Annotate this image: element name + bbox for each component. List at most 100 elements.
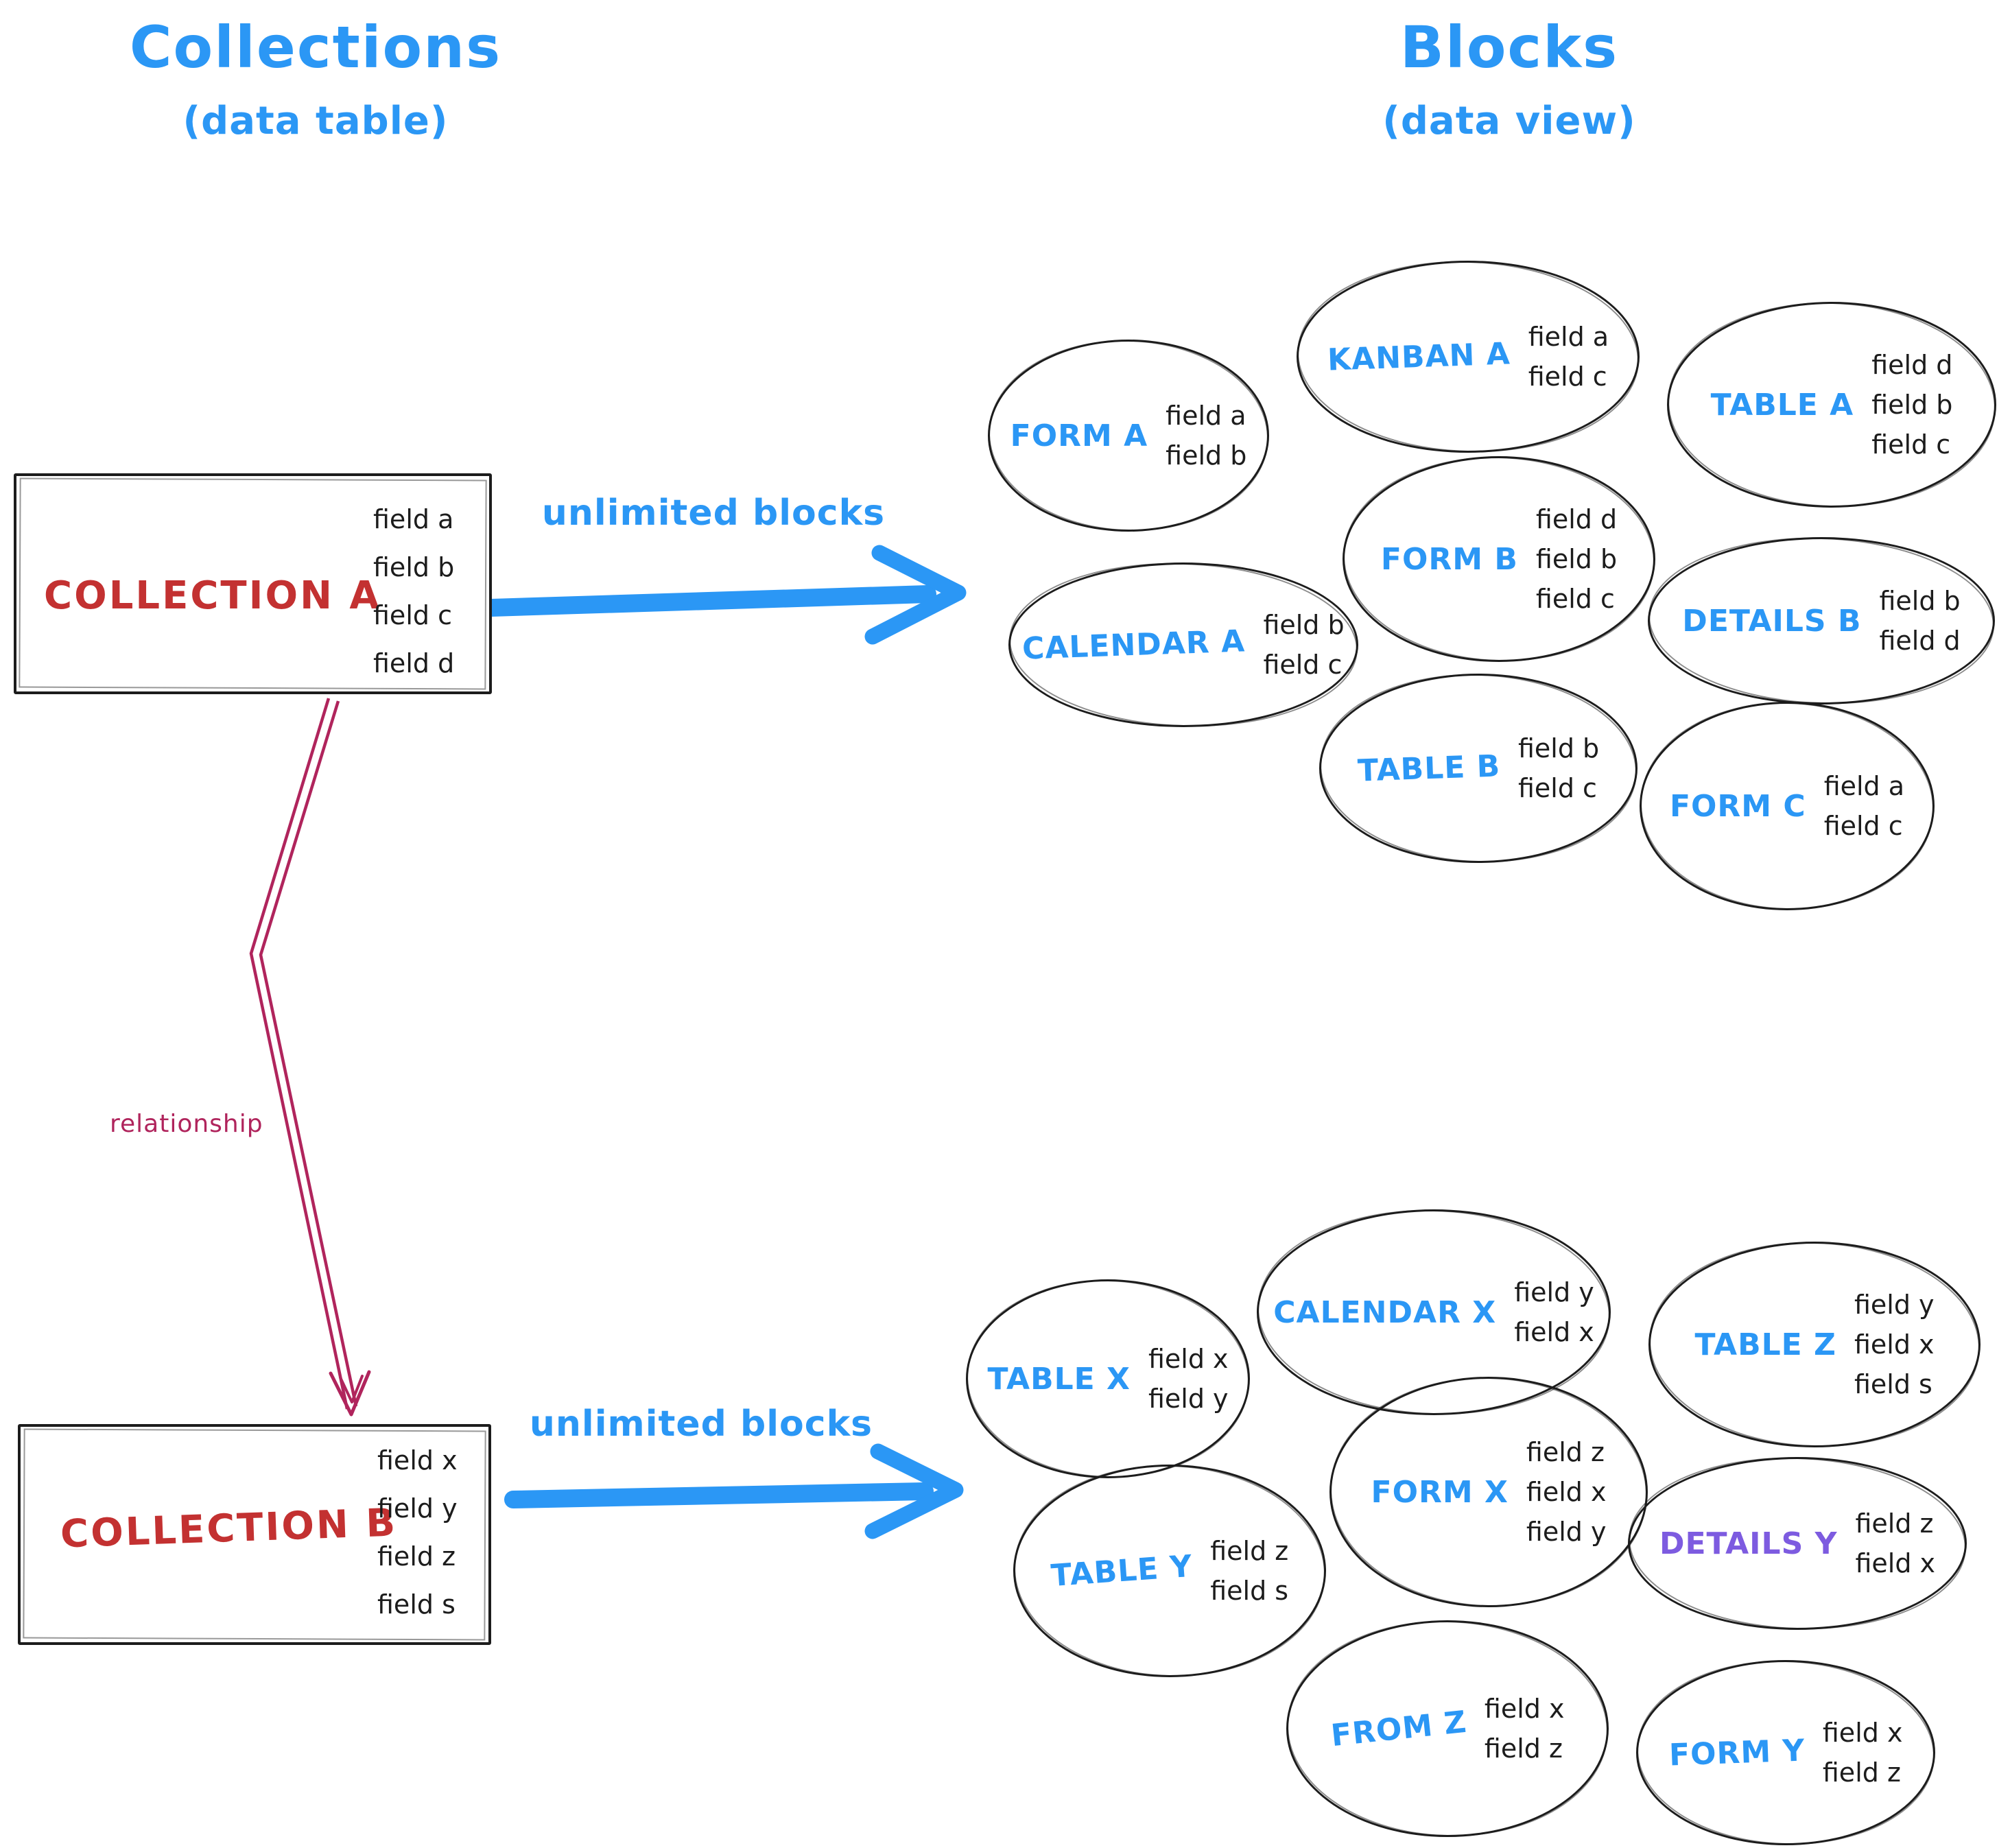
collection-a-field: field c: [373, 600, 452, 630]
block-field: field d: [1535, 504, 1618, 534]
block-form-c-fields: field a field c: [1824, 771, 1904, 841]
block-form-x[interactable]: FORM X field z field x field y: [1329, 1377, 1648, 1607]
block-table-y-fields: field z field s: [1210, 1536, 1288, 1606]
block-field: field z: [1526, 1437, 1605, 1467]
block-form-a[interactable]: FORM A field a field b: [988, 340, 1269, 532]
collection-a-label: COLLECTION A: [44, 573, 381, 618]
block-field: field x: [1526, 1477, 1607, 1507]
block-calendar-a[interactable]: CALENDAR A field b field c: [1008, 562, 1358, 727]
block-field: field a: [1528, 322, 1609, 352]
block-field: field c: [1263, 650, 1343, 680]
block-details-y-fields: field z field x: [1855, 1508, 1935, 1578]
block-form-a-fields: field a field b: [1166, 401, 1246, 471]
block-form-x-fields: field z field x field y: [1526, 1437, 1607, 1547]
block-form-b-fields: field d field b field c: [1536, 504, 1617, 614]
block-field: field z: [1210, 1536, 1289, 1566]
block-field: field d: [1871, 350, 1953, 380]
block-table-x-fields: field x field y: [1148, 1344, 1229, 1414]
collection-b-field: field y: [377, 1493, 458, 1524]
block-form-y-fields: field x field z: [1823, 1718, 1903, 1788]
block-calendar-x[interactable]: CALENDAR X field y field x: [1257, 1209, 1611, 1415]
unlimited-blocks-label-a: unlimited blocks: [541, 493, 886, 534]
block-field: field x: [1854, 1329, 1935, 1360]
block-form-c-label: FORM C: [1669, 788, 1806, 824]
collection-b-fields: field x field y field z field s: [377, 1442, 458, 1623]
block-field: field a: [1166, 401, 1246, 431]
collection-a-field: field d: [373, 648, 455, 678]
block-field: field b: [1517, 733, 1600, 763]
block-from-z-label: FROM Z: [1329, 1704, 1469, 1753]
block-field: field x: [1148, 1344, 1229, 1374]
block-field: field x: [1855, 1548, 1936, 1578]
relationship-arrow[interactable]: [249, 698, 371, 1417]
unlimited-blocks-arrow-b[interactable]: [504, 1443, 964, 1539]
block-table-y-label: TABLE Y: [1050, 1548, 1194, 1594]
block-field: field y: [1854, 1290, 1935, 1320]
block-field: field b: [1879, 586, 1961, 616]
collection-a-box[interactable]: COLLECTION A field a field b field c fie…: [14, 473, 492, 694]
block-field: field x: [1514, 1317, 1594, 1347]
collection-a-fields: field a field b field c field d: [373, 501, 454, 682]
block-calendar-x-label: CALENDAR X: [1273, 1294, 1497, 1330]
block-field: field b: [1535, 544, 1618, 574]
block-table-y[interactable]: TABLE Y field z field s: [1013, 1465, 1326, 1677]
collection-a-field: field b: [373, 552, 455, 582]
blocks-header: Blocks (data view): [1283, 14, 1736, 143]
block-form-y-label: FORM Y: [1668, 1733, 1806, 1773]
collections-header: Collections (data table): [89, 14, 542, 143]
block-from-z-fields: field x field z: [1485, 1694, 1565, 1764]
block-table-x-label: TABLE X: [987, 1361, 1131, 1397]
block-field: field c: [1528, 362, 1607, 392]
block-table-z-fields: field y field x field s: [1854, 1290, 1935, 1399]
block-table-b[interactable]: TABLE B field b field c: [1319, 674, 1637, 863]
block-field: field d: [1879, 626, 1961, 656]
block-field: field c: [1535, 584, 1615, 614]
collection-b-label: COLLECTION B: [60, 1500, 399, 1557]
block-form-b-label: FORM B: [1380, 541, 1518, 577]
block-field: field z: [1822, 1757, 1901, 1788]
block-field: field b: [1263, 610, 1345, 640]
unlimited-blocks-label-b: unlimited blocks: [529, 1403, 873, 1445]
block-field: field a: [1823, 771, 1905, 801]
block-form-a-label: FORM A: [1010, 418, 1148, 453]
block-details-b[interactable]: DETAILS B field b field d: [1648, 537, 1995, 704]
block-field: field y: [1148, 1384, 1229, 1414]
block-field: field c: [1517, 773, 1597, 803]
block-field: field z: [1855, 1508, 1934, 1539]
block-table-b-label: TABLE B: [1357, 748, 1501, 789]
block-field: field b: [1871, 390, 1953, 420]
block-form-c[interactable]: FORM C field a field c: [1640, 702, 1935, 910]
block-form-b[interactable]: FORM B field d field b field c: [1343, 456, 1655, 662]
block-details-y[interactable]: DETAILS Y field z field x: [1628, 1457, 1967, 1630]
collection-b-field: field x: [377, 1445, 458, 1476]
block-field: field s: [1854, 1369, 1932, 1399]
block-kanban-a[interactable]: KANBAN A field a field c: [1297, 261, 1640, 453]
block-field: field z: [1484, 1733, 1563, 1764]
block-from-z[interactable]: FROM Z field x field z: [1286, 1620, 1609, 1837]
block-table-a-label: TABLE A: [1710, 387, 1854, 423]
block-table-x[interactable]: TABLE X field x field y: [966, 1279, 1250, 1478]
block-kanban-a-fields: field a field c: [1528, 322, 1609, 392]
block-kanban-a-label: KANBAN A: [1327, 335, 1511, 378]
blocks-subtitle: (data view): [1382, 99, 1636, 143]
block-table-z[interactable]: TABLE Z field y field x field s: [1648, 1242, 1981, 1447]
block-table-a[interactable]: TABLE A field d field b field c: [1667, 302, 1996, 508]
block-field: field s: [1210, 1576, 1289, 1606]
block-details-y-label: DETAILS Y: [1659, 1526, 1838, 1561]
block-form-y[interactable]: FORM Y field x field z: [1636, 1660, 1935, 1845]
collections-subtitle: (data table): [182, 99, 449, 143]
collection-b-box[interactable]: COLLECTION B field x field y field z fie…: [18, 1424, 491, 1645]
block-calendar-a-label: CALENDAR A: [1021, 623, 1246, 667]
block-calendar-x-fields: field y field x: [1514, 1277, 1594, 1347]
block-details-b-label: DETAILS B: [1682, 603, 1862, 639]
block-field: field c: [1823, 811, 1903, 841]
block-details-b-fields: field b field d: [1879, 586, 1960, 656]
block-field: field b: [1166, 440, 1247, 471]
block-field: field c: [1871, 429, 1951, 460]
collection-b-field: field s: [377, 1589, 456, 1620]
unlimited-blocks-arrow-a[interactable]: [482, 545, 967, 645]
relationship-label: relationship: [110, 1110, 263, 1138]
block-field: field y: [1514, 1277, 1594, 1307]
block-table-z-label: TABLE Z: [1694, 1327, 1836, 1362]
